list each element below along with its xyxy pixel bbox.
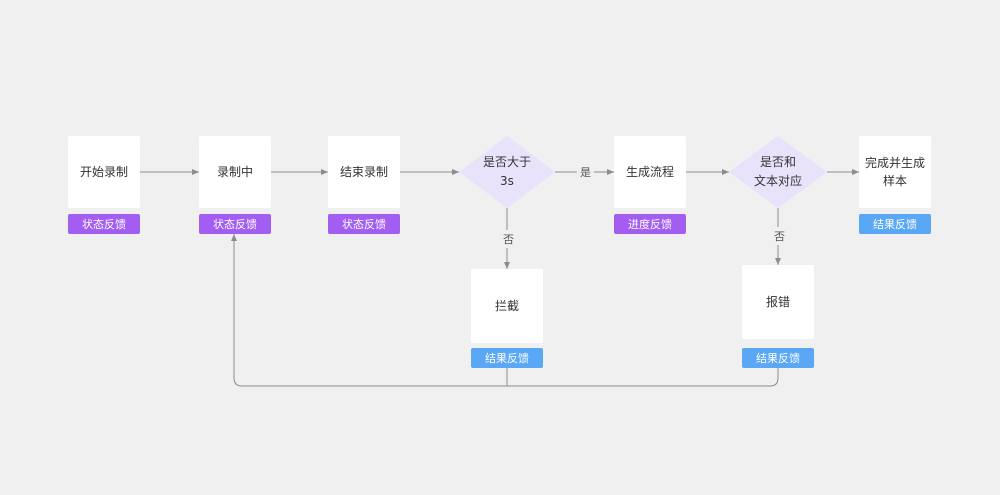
node-report-error-label: 报错 bbox=[765, 295, 790, 309]
tag-recording-status: 状态反馈 bbox=[199, 214, 271, 234]
node-end-recording-label: 结束录制 bbox=[339, 165, 388, 179]
decision-text-match-shape bbox=[729, 136, 827, 208]
node-recording: 录制中 bbox=[199, 136, 271, 208]
edge-label-duration-yes: 是 bbox=[577, 163, 594, 181]
tag-end-status: 状态反馈 bbox=[328, 214, 400, 234]
tag-finish-result: 结果反馈 bbox=[859, 214, 931, 234]
edge-label-duration-no: 否 bbox=[500, 230, 517, 248]
tag-progress: 进度反馈 bbox=[614, 214, 686, 234]
edge-label-match-no: 否 bbox=[771, 227, 788, 245]
node-start-recording: 开始录制 bbox=[68, 136, 140, 208]
node-end-recording: 结束录制 bbox=[328, 136, 400, 208]
node-generate-flow: 生成流程 bbox=[614, 136, 686, 208]
node-finish-sample: 完成并生成 样本 bbox=[859, 136, 931, 208]
tag-error-result: 结果反馈 bbox=[742, 348, 814, 368]
decision-duration-text: 是否大于 3s bbox=[482, 154, 531, 188]
node-generate-flow-label: 生成流程 bbox=[625, 165, 674, 179]
tag-block-result: 结果反馈 bbox=[471, 348, 543, 368]
node-report-error: 报错 bbox=[742, 265, 814, 339]
edge-feedback-loop bbox=[234, 234, 779, 387]
decision-duration-shape bbox=[459, 136, 555, 208]
node-block: 拦截 bbox=[471, 269, 543, 343]
node-finish-sample-label: 完成并生成 样本 bbox=[865, 156, 926, 188]
node-block-label: 拦截 bbox=[494, 299, 519, 313]
node-recording-label: 录制中 bbox=[216, 165, 253, 179]
node-start-recording-label: 开始录制 bbox=[79, 165, 128, 179]
tag-start-status: 状态反馈 bbox=[68, 214, 140, 234]
decision-text-match-text: 是否和 文本对应 bbox=[753, 154, 802, 188]
